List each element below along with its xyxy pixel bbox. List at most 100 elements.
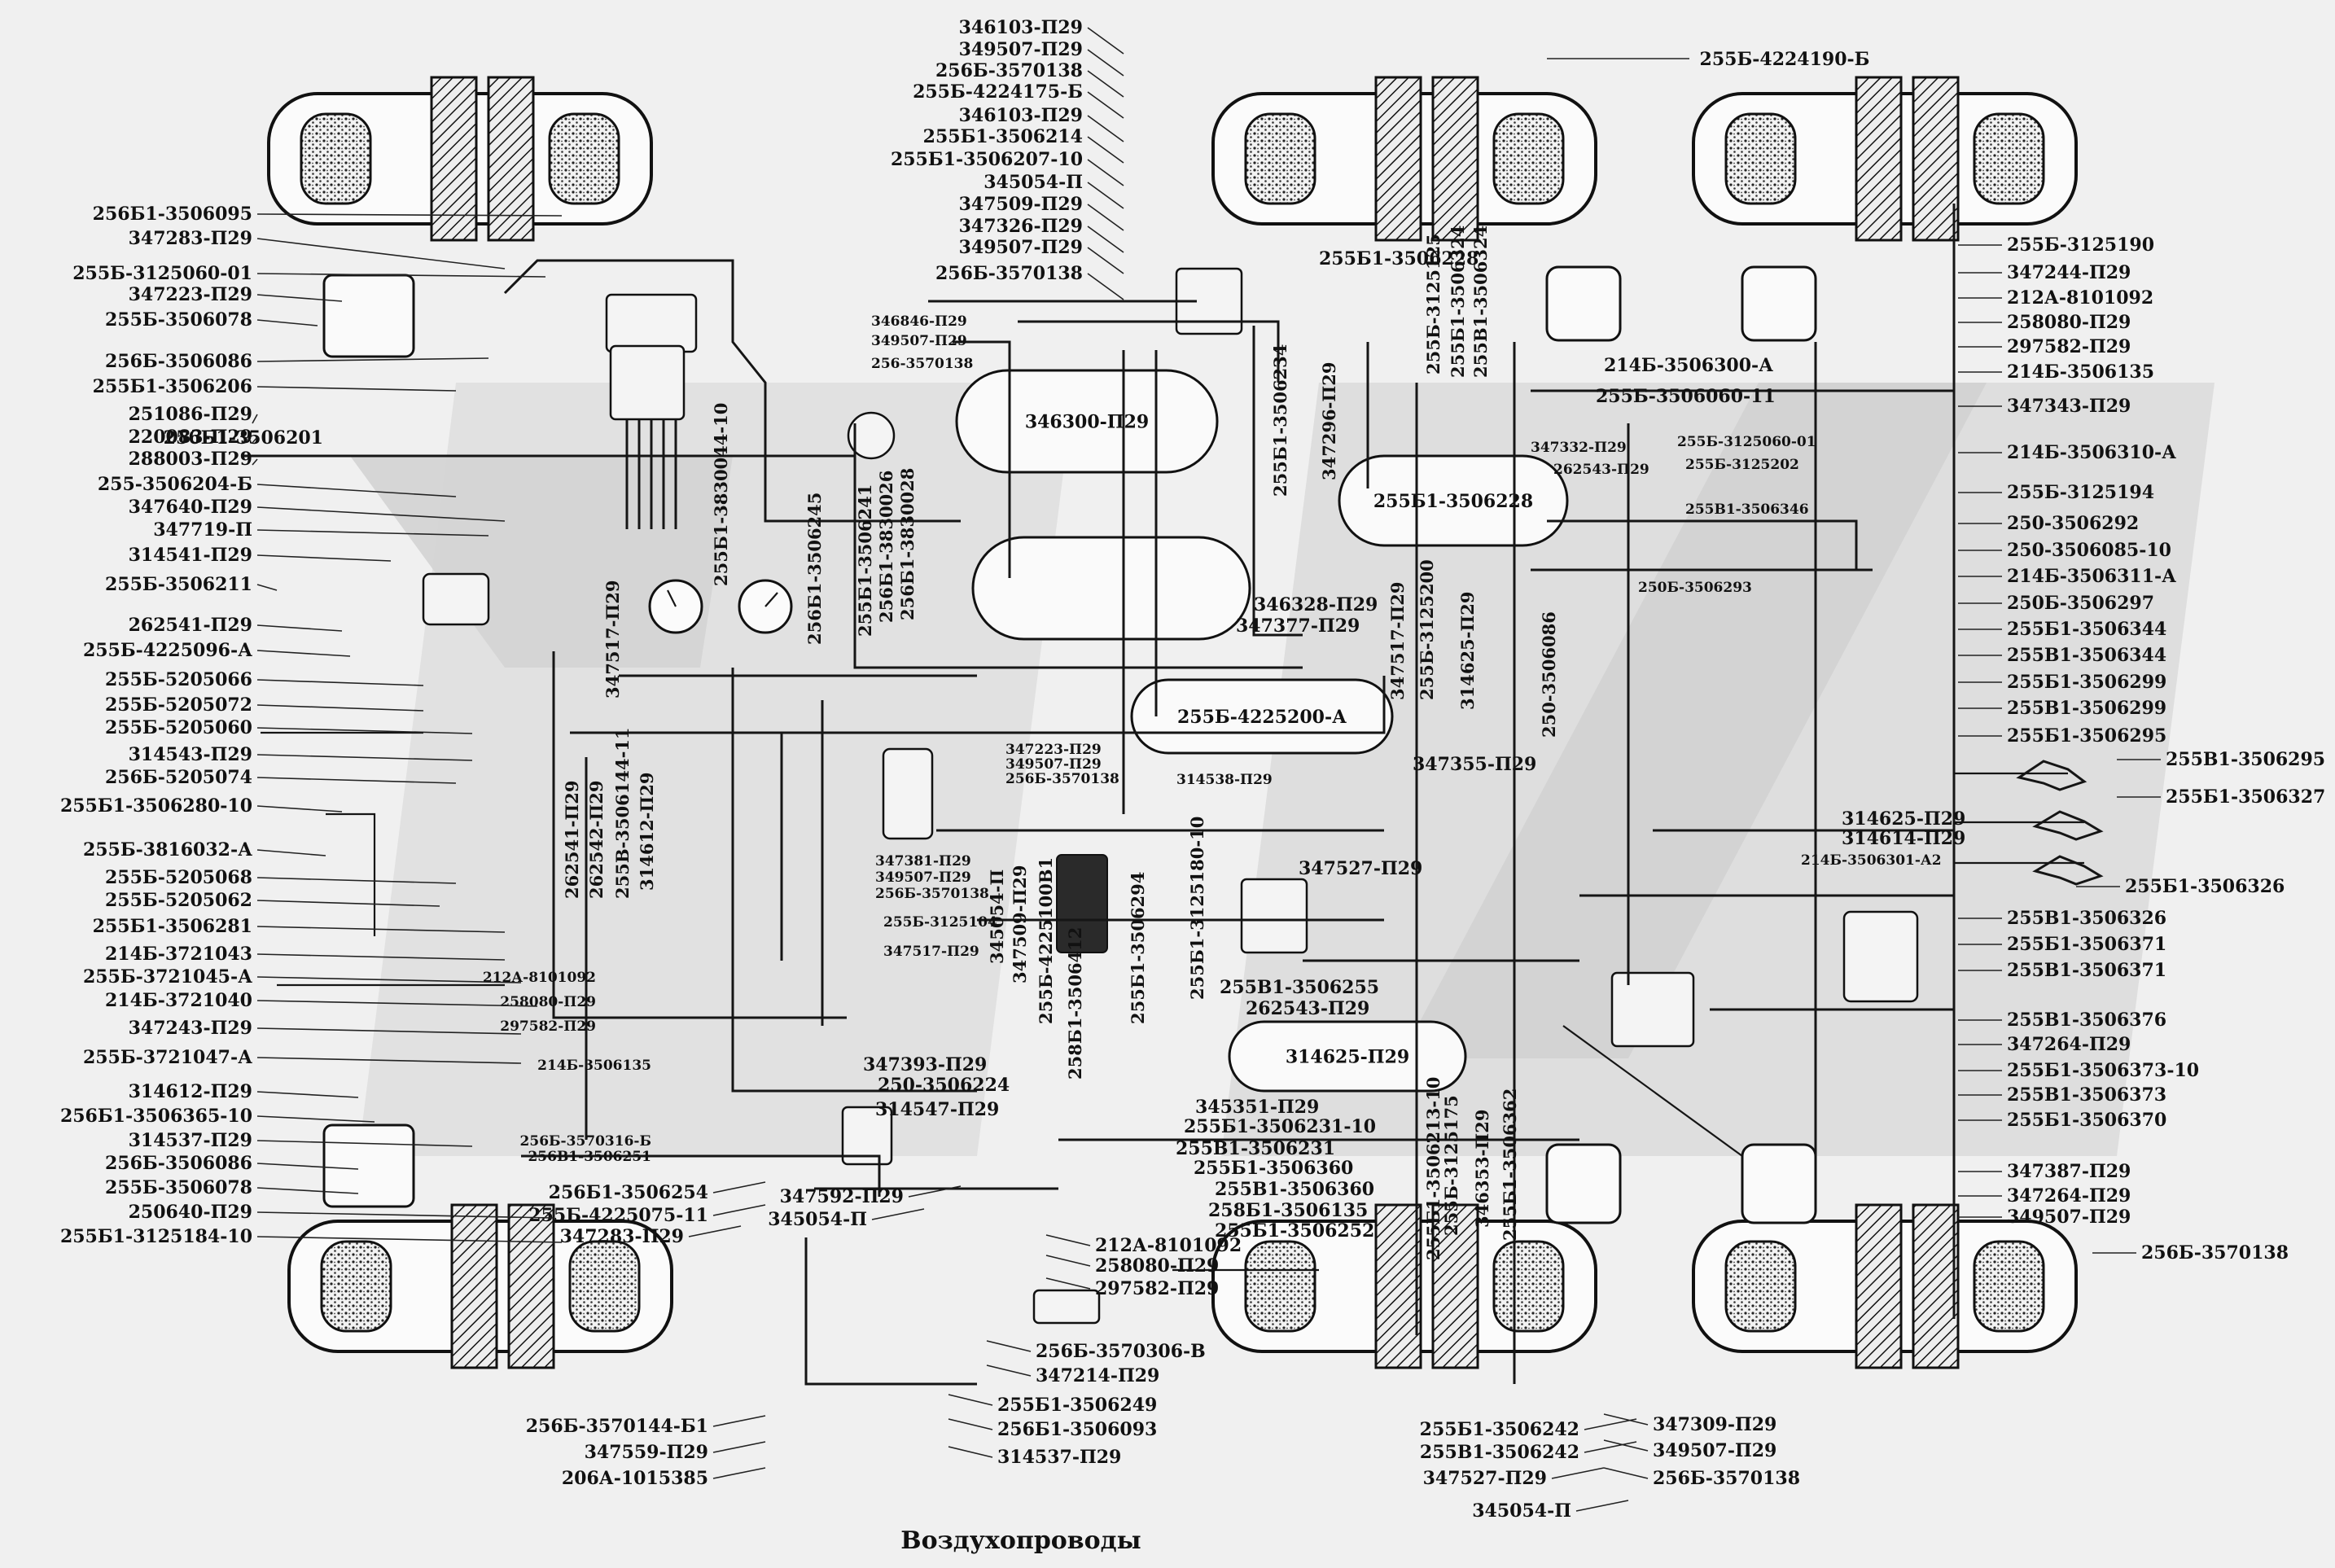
part-label: 258080-П29	[500, 994, 596, 1010]
part-label: 255Б1-3125180-10	[1187, 817, 1207, 1000]
leader-line	[256, 777, 457, 784]
part-label: 255Б-3816032-А	[83, 839, 252, 861]
part-label: 256Б1-3830026	[876, 471, 896, 623]
leader-line	[1603, 1439, 1649, 1452]
part-label: 255Б1-3506360	[1194, 1158, 1353, 1179]
part-label: 345054-П	[984, 172, 1083, 193]
part-label: 250-3506224	[878, 1075, 1010, 1096]
leader-line	[256, 1236, 563, 1243]
leader-line	[256, 554, 392, 562]
part-label: 349507-П29	[1653, 1440, 1776, 1461]
wheels	[267, 76, 2078, 1369]
part-label: 258Б1-3506412	[1065, 927, 1085, 1080]
part-label: 345351-П29	[1195, 1097, 1319, 1118]
part-label: 314547-П29	[875, 1099, 999, 1120]
leader-line	[256, 238, 506, 269]
tank-receiver-2	[971, 536, 1251, 641]
part-label: 255Б1-3125184-10	[60, 1226, 252, 1247]
part-label: 262543-П29	[1246, 998, 1369, 1019]
leader-line	[1087, 273, 1124, 300]
part-label: 288003-П29	[129, 449, 252, 470]
part-label: 347509-П29	[959, 194, 1083, 215]
part-label: 255Б1-3830044-10	[711, 403, 731, 586]
leader-line	[256, 529, 489, 537]
part-label: 347381-П29	[875, 853, 971, 869]
part-label: 255Б1-3506242	[1420, 1419, 1579, 1440]
part-label: 255Б1-3506281	[93, 916, 252, 937]
part-label: 250-3506292	[2007, 513, 2139, 534]
part-label: 346353-П29	[1472, 1110, 1492, 1228]
part-label: 347355-П29	[1413, 754, 1536, 775]
diagram-caption: Воздухопроводы	[900, 1526, 1141, 1555]
leader-line	[256, 624, 343, 632]
part-label: 255Б-3125175	[1441, 1095, 1461, 1236]
leader-line	[1603, 1467, 1649, 1479]
leader-line	[256, 849, 326, 856]
part-label: 346328-П29	[1254, 594, 1378, 615]
part-label: 212А-8101092	[483, 970, 596, 986]
part-label: 349507-П29	[959, 39, 1083, 60]
part-label: 255В1-3506299	[2007, 698, 2166, 719]
receivers: 346300-П29255Б1-3506228255Б-4225200-А314…	[955, 369, 1569, 1093]
part-label: 255Б1-3506327	[2166, 786, 2325, 808]
leader-line	[1087, 182, 1124, 209]
leader-line	[256, 727, 473, 734]
part-label: 255В1-3506242	[1420, 1442, 1579, 1463]
part-label: 214Б-3506310-А	[2007, 442, 2176, 463]
part-label: 297582-П29	[1095, 1278, 1219, 1299]
part-label: 214Б-3506135	[537, 1058, 651, 1074]
leader-line	[1087, 204, 1124, 231]
wheel-front-left	[267, 76, 653, 242]
brake-chamber-rear-3	[1545, 1143, 1622, 1224]
leader-line	[1045, 1234, 1091, 1246]
part-label: 297582-П29	[500, 1018, 596, 1035]
leader-line	[1087, 159, 1124, 186]
part-label: 250-3506086	[1539, 611, 1559, 738]
leader-line	[688, 1225, 742, 1237]
part-label: 255Б-3125194	[2007, 482, 2154, 503]
leader-lines	[252, 27, 2161, 1512]
leader-line	[256, 273, 546, 278]
part-label: 256Б-3570138	[935, 60, 1083, 81]
part-label: 345054-П	[987, 869, 1007, 964]
leader-line	[1575, 1500, 1629, 1512]
part-label: 255В1-3506344	[2007, 645, 2166, 666]
part-label: 255Б1-3506280-10	[60, 795, 252, 817]
part-label: 347393-П29	[863, 1054, 987, 1075]
leader-line	[256, 506, 506, 522]
part-label: 255В1-3506326	[2007, 908, 2166, 929]
leader-line	[256, 1115, 375, 1123]
part-label: 347283-П29	[129, 228, 252, 249]
part-label: 256Б1-3830028	[897, 468, 918, 620]
leader-line	[256, 1140, 473, 1147]
part-label: 347527-П29	[1423, 1468, 1547, 1489]
part-label: 255В1-3506376	[2007, 1010, 2166, 1031]
brake-chamber-rear-2	[1741, 265, 1817, 342]
part-label: 255Б-3506078	[105, 1177, 252, 1198]
part-label: 255Б1-3506213-10	[1423, 1077, 1443, 1260]
part-label: 347244-П29	[2007, 262, 2131, 283]
part-label: 314537-П29	[997, 1447, 1121, 1468]
leader-line	[256, 1187, 359, 1194]
wheel-rear-right-1	[1211, 1203, 1597, 1369]
part-label: 314543-П29	[129, 744, 252, 765]
part-label: 255В1-3506346	[1685, 501, 1809, 518]
part-label: 255Б1-3506241	[855, 484, 875, 637]
leader-line	[256, 319, 318, 326]
part-label: 347223-П29	[1005, 742, 1102, 758]
leader-line	[1087, 115, 1124, 142]
accelerator-valve	[1240, 878, 1308, 954]
part-label: 255Б-3721045-А	[83, 966, 252, 988]
leader-line	[256, 1000, 538, 1007]
brake-chamber-front-left-b	[322, 1123, 415, 1208]
part-label: 255Б1-3506214	[923, 126, 1083, 147]
pressure-cylinder	[1056, 854, 1108, 953]
part-label: 255Б-5205062	[105, 890, 252, 911]
part-label: 347517-П29	[602, 580, 623, 699]
leader-line	[256, 754, 473, 761]
part-label: 262541-П29	[562, 781, 582, 899]
leader-line	[948, 1446, 993, 1458]
part-label: 255Б-3125104	[883, 914, 997, 931]
leader-line	[256, 704, 424, 712]
part-label: 255Б1-3506295	[2007, 725, 2166, 747]
